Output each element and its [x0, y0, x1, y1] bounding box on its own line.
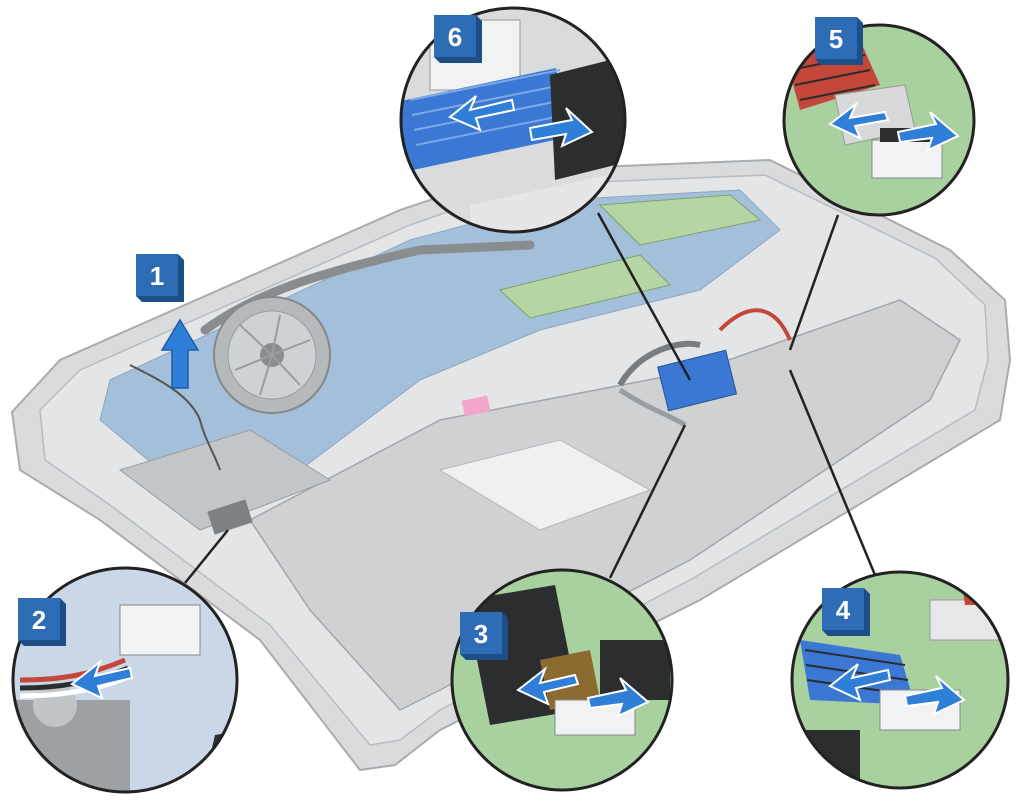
arrow-left-3 [516, 666, 580, 706]
callout-line-5 [788, 214, 840, 351]
cooling-fan [213, 296, 331, 414]
step-badge-6: 6 [434, 15, 482, 63]
touchpad-area [438, 439, 652, 531]
callout-line-2 [184, 529, 229, 584]
arrow-left-5 [828, 100, 890, 140]
callout-lines [184, 212, 877, 584]
arrow-right-3 [586, 677, 650, 718]
step-1-lift-arrow [160, 318, 200, 389]
arrow-right-4 [903, 675, 966, 716]
step-badge-4: 4 [822, 588, 870, 636]
step-badge-2: 2 [18, 598, 66, 646]
step-number-4: 4 [836, 595, 851, 625]
step-number-1: 1 [150, 261, 164, 291]
pink-label [461, 395, 491, 417]
antenna-cable [129, 364, 221, 471]
step-badge-1: 1 [136, 254, 184, 302]
step-badge-3: 3 [460, 612, 508, 660]
arrow-right-6 [528, 107, 594, 148]
speaker-connector [207, 499, 253, 535]
connector-2 [119, 604, 201, 656]
connector-6 [550, 55, 625, 180]
touchpad-board [657, 349, 738, 412]
arrow-left-4 [828, 663, 892, 702]
arrow-right-5 [896, 111, 960, 152]
arrow-left-6 [448, 95, 516, 132]
arrow-left-2 [70, 659, 134, 700]
step-number-3: 3 [474, 619, 488, 649]
callout-line-4 [788, 369, 877, 576]
callout-circle-6 [399, 6, 627, 234]
laptop-base [10, 158, 1012, 772]
led-cable [718, 308, 792, 341]
callout-line-6 [596, 212, 692, 381]
smartcard-cable [618, 387, 687, 428]
touchpad-cable [617, 340, 701, 387]
callout-circle-3 [450, 568, 674, 792]
step-badge-5: 5 [815, 17, 863, 65]
battery-bay [118, 429, 332, 531]
step-number-2: 2 [32, 605, 46, 635]
step-number-5: 5 [829, 24, 843, 54]
step-number-6: 6 [448, 22, 462, 52]
heat-pipe [200, 240, 535, 335]
memory-module-lower [498, 254, 671, 319]
memory-module-upper [598, 194, 762, 246]
callout-line-3 [608, 424, 687, 579]
